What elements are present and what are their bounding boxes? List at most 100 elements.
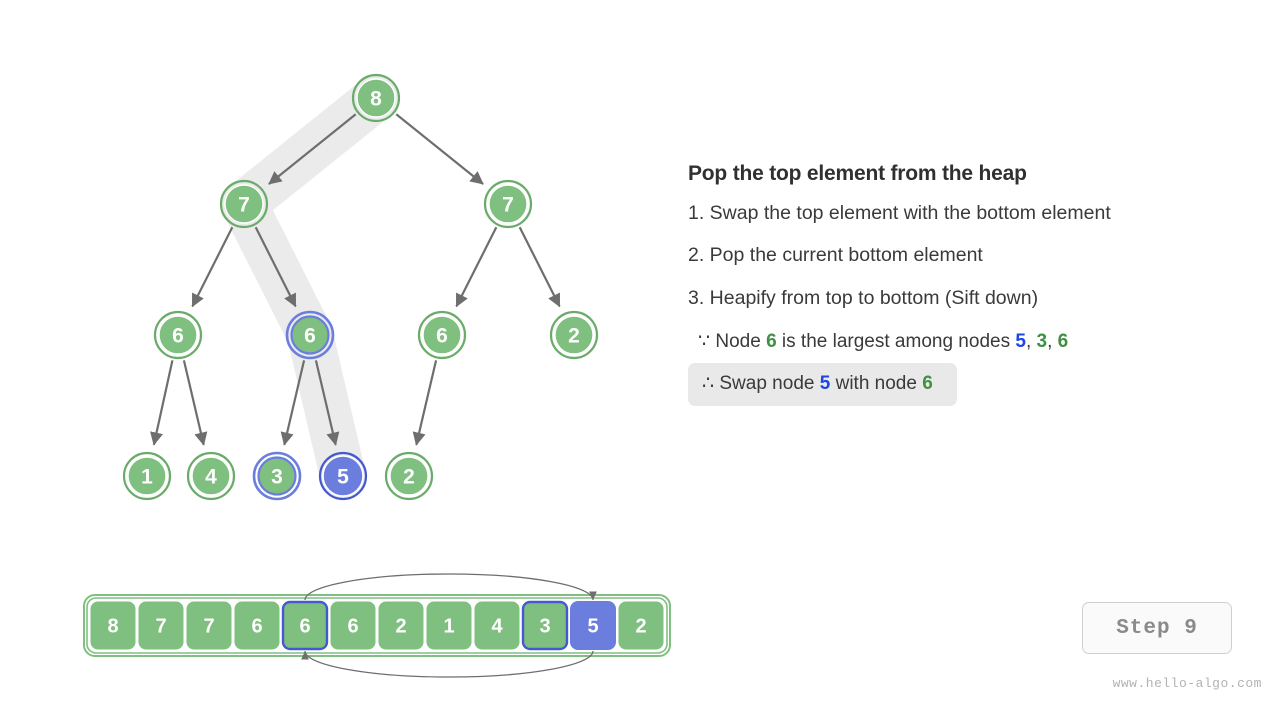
reason-candidate-3: 6	[1057, 330, 1069, 352]
reason-sep-1: ,	[1025, 330, 1037, 352]
node-body	[257, 456, 297, 496]
tree-node[interactable]: 2	[384, 451, 434, 501]
array-cell[interactable]: 3	[521, 600, 569, 651]
tree-edge	[518, 226, 561, 308]
tree-edge	[268, 113, 357, 185]
array-cell-box	[281, 600, 329, 651]
array-cell[interactable]: 4	[474, 601, 520, 650]
explanation-panel: Pop the top element from the heap 1. Swa…	[688, 162, 1248, 407]
tree-edge	[191, 226, 234, 308]
array-cell-value: 7	[155, 616, 166, 638]
array-cell-box	[330, 601, 376, 650]
node-body	[356, 78, 396, 118]
array-cell-value: 6	[299, 616, 310, 638]
array-cell[interactable]: 1	[426, 601, 472, 650]
array-cell-box	[234, 601, 280, 650]
node-body	[422, 315, 462, 355]
tree-node[interactable]: 4	[186, 451, 236, 501]
node-body	[389, 456, 429, 496]
tree-node[interactable]: 6	[153, 310, 203, 360]
array-cell-box	[570, 601, 616, 650]
swap-arrow-backward	[301, 650, 594, 678]
node-body	[127, 456, 167, 496]
tree-node[interactable]: 1	[122, 451, 172, 501]
array-cell-value: 6	[347, 616, 358, 638]
tree-edge	[182, 360, 208, 446]
step-3-text: 3. Heapify from top to bottom (Sift down…	[688, 286, 1039, 309]
node-body	[322, 455, 364, 497]
therefore-symbol: ∴	[702, 372, 715, 394]
node-value: 3	[271, 466, 283, 489]
array-swap-arrows	[301, 573, 597, 678]
array-cell[interactable]: 7	[186, 601, 232, 650]
array-cell-value: 1	[443, 616, 454, 638]
array-cell-box	[426, 601, 472, 650]
array-cell[interactable]: 6	[234, 601, 280, 650]
tree-edge	[455, 226, 498, 308]
array-cell-box	[90, 601, 136, 650]
array-cell[interactable]: 2	[378, 601, 424, 650]
array-cell-value: 6	[251, 616, 262, 638]
sift-down-highlight-path	[221, 75, 399, 499]
array-cell-box	[186, 601, 232, 650]
array-cell-value: 8	[107, 616, 118, 638]
array-cell-box	[138, 601, 184, 650]
conclusion-middle: with node	[830, 372, 923, 394]
array-cell[interactable]: 6	[330, 601, 376, 650]
step-1-text: 1. Swap the top element with the bottom …	[688, 202, 1111, 224]
node-value: 2	[568, 325, 580, 348]
tree-nodes: 8 7 7 6 6 6 2 1 4 3 5 2	[122, 73, 599, 501]
tree-edge	[395, 113, 484, 185]
node-value: 8	[370, 88, 382, 111]
array-cell[interactable]: 5	[570, 601, 616, 650]
tree-node[interactable]: 2	[549, 310, 599, 360]
tree-node[interactable]: 7	[483, 179, 533, 229]
array-cell[interactable]: 6	[281, 600, 329, 651]
node-value: 6	[304, 325, 316, 348]
node-value: 7	[502, 194, 514, 217]
node-value: 1	[141, 466, 153, 489]
tree-node[interactable]: 6	[285, 310, 335, 360]
tree-edge	[412, 360, 438, 446]
site-watermark: www.hello-algo.com	[1112, 676, 1262, 691]
node-body	[158, 315, 198, 355]
node-value: 5	[337, 466, 349, 489]
array-cell-box	[378, 601, 424, 650]
page-title: Pop the top element from the heap	[688, 162, 1027, 185]
node-outer-ring	[351, 73, 401, 123]
array-container-outer	[83, 594, 671, 657]
step-badge: Step 9	[1082, 602, 1232, 654]
conclusion-to-node: 6	[922, 372, 933, 394]
node-outer-ring	[285, 310, 335, 360]
node-value: 6	[172, 325, 184, 348]
node-outer-ring	[186, 451, 236, 501]
tree-node[interactable]: 3	[252, 451, 302, 501]
tree-edges	[150, 113, 561, 446]
swap-arrow-forward	[304, 573, 597, 601]
node-body	[224, 184, 264, 224]
tree-node[interactable]: 7	[219, 179, 269, 229]
node-outer-ring	[219, 179, 269, 229]
reason-candidate-1: 5	[1015, 330, 1026, 352]
array-cell[interactable]: 8	[90, 601, 136, 650]
tree-edge	[254, 226, 297, 308]
tree-node[interactable]: 8	[351, 73, 401, 123]
array-cell[interactable]: 2	[618, 601, 664, 650]
tree-node[interactable]: 6	[417, 310, 467, 360]
array-cell-value: 2	[395, 616, 406, 638]
array-cell[interactable]: 7	[138, 601, 184, 650]
node-outer-ring	[549, 310, 599, 360]
array-cell-value: 5	[587, 616, 598, 638]
node-value: 2	[403, 466, 415, 489]
array-cell-value: 7	[203, 616, 214, 638]
node-outer-ring	[384, 451, 434, 501]
conclusion-from-node: 5	[819, 372, 831, 394]
reason-prefix: Node	[715, 330, 767, 352]
conclusion-prefix: Swap node	[719, 372, 820, 394]
tree-node[interactable]: 5	[318, 451, 368, 501]
step-2-text: 2. Pop the current bottom element	[688, 244, 983, 267]
conclusion-badge: ∴ Swap node 5 with node 6	[688, 362, 957, 407]
array-cell-value: 4	[491, 616, 503, 638]
